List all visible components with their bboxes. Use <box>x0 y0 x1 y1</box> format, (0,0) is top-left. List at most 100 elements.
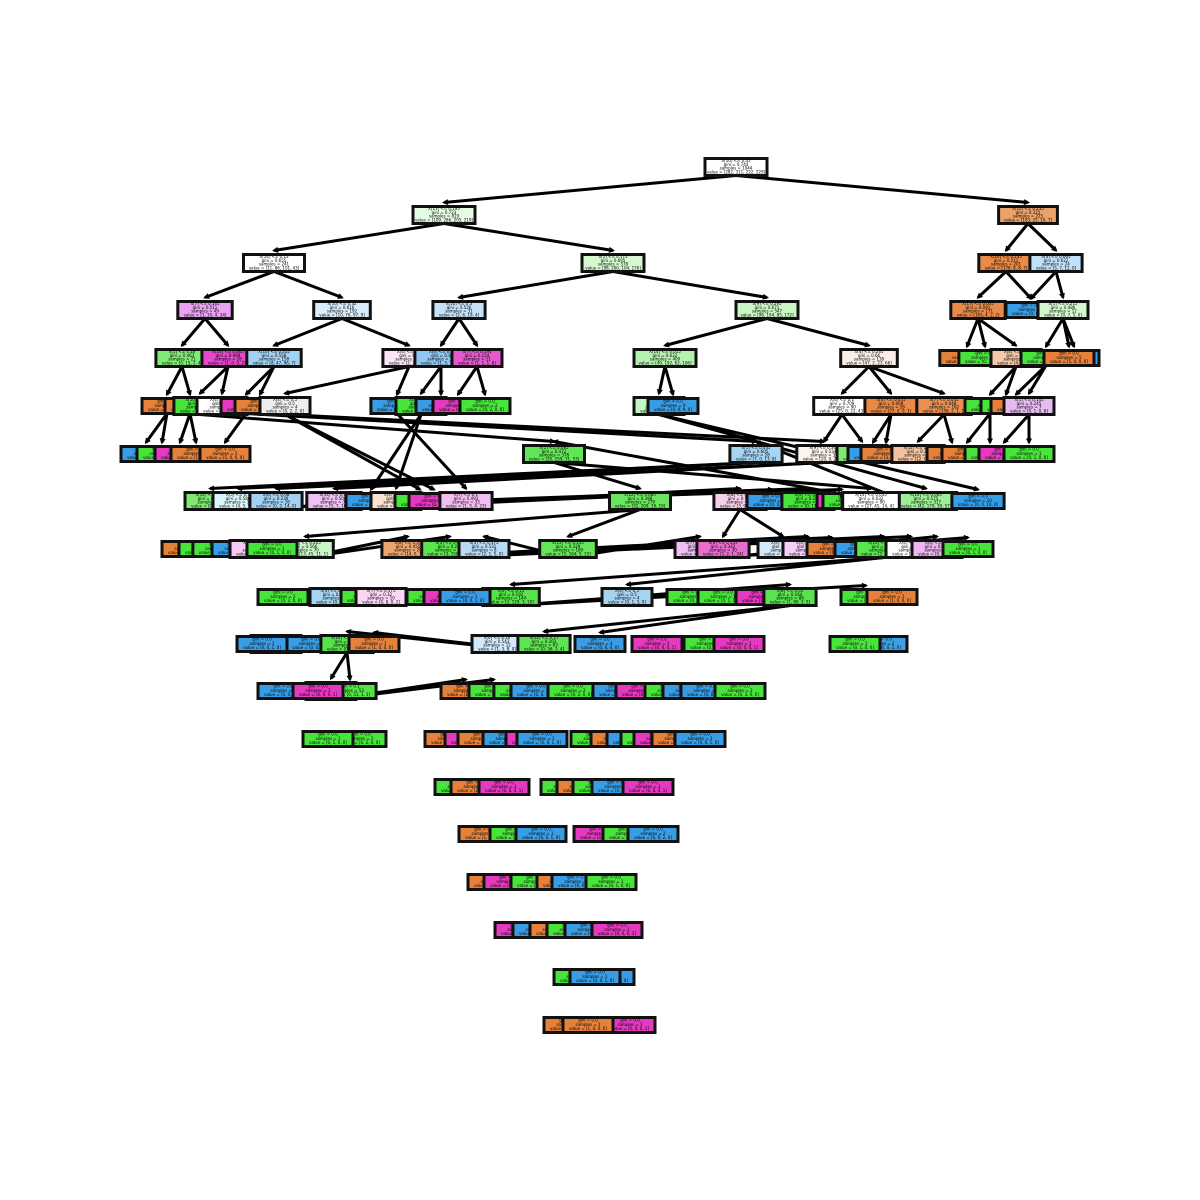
tree-node-label: X[14] <= 0.015 <box>649 349 681 354</box>
tree-node-label: samples = 1 <box>955 546 981 551</box>
tree-node-label: samples = 181 <box>435 548 466 553</box>
tree-node-label: gini = 0.32 <box>370 592 393 597</box>
tree-node-label: value = [5, 7, 12, 0] <box>1036 265 1077 270</box>
tree-node-label: value = [0, 56, 3, 4] <box>524 646 565 651</box>
tree-node-label: value = [0, 56, 1, 3] <box>327 646 368 651</box>
tree-node-label: samples = 11 <box>463 357 491 362</box>
tree-node-label: X[1] <= 0.28 <box>169 349 196 354</box>
tree-node-box <box>561 1016 615 1034</box>
tree-node-label: gini = 0.048 <box>932 401 957 406</box>
arrow-head-icon <box>415 484 422 491</box>
tree-edge <box>1027 364 1048 395</box>
tree-node-label: samples = 279 <box>625 500 656 505</box>
arrow-head-icon <box>419 388 426 396</box>
tree-node-label: value = [0, 0, 2, 0] <box>292 645 330 650</box>
tree-node-box <box>242 253 306 273</box>
tree-node-label: samples = 12 <box>1049 309 1077 314</box>
tree-node-box <box>1036 300 1090 320</box>
tree-node-label: X[10] <= 0.355 <box>258 349 290 354</box>
arrow-head-icon <box>916 436 923 443</box>
arrow-head-icon <box>1044 341 1051 349</box>
tree-node-box <box>1028 253 1084 273</box>
tree-node-box <box>291 682 345 700</box>
arrow-head-icon <box>482 534 489 541</box>
tree-node-box <box>457 539 511 559</box>
tree-edge <box>165 365 184 396</box>
tree-node-label: gini = 0.0 <box>532 732 552 737</box>
tree-node-label: gini = 0.632 <box>859 496 884 501</box>
tree-node-label: X[4] <= 0.055 <box>876 397 906 402</box>
tree-node-label: X[5] <= 0.175 <box>469 540 499 545</box>
tree-edge <box>1026 222 1058 252</box>
arrow-head-icon <box>274 485 281 492</box>
tree-edge <box>273 317 343 347</box>
tree-node-label: X[7] <= 0.195 <box>462 349 492 354</box>
tree-node-label: samples = 1 <box>842 641 868 646</box>
tree-node-label: X[4] <= 0.5 <box>397 349 421 354</box>
tree-node-label: gini = 0.329 <box>556 544 581 549</box>
arrow-head-icon <box>283 389 290 396</box>
tree-node-box <box>1002 396 1056 416</box>
tree-node-label: value = [0, 0, 2, 0] <box>264 692 302 697</box>
tree-node-label: gini = 0.511 <box>193 305 218 310</box>
tree-node-label: samples = 1 <box>759 498 785 503</box>
tree-node-label: samples = 60 <box>333 643 361 648</box>
tree-node-label: value = [0, 0, 10, 0] <box>958 502 999 507</box>
tree-edge <box>965 317 980 348</box>
tree-node-label: samples = 1 <box>575 1022 601 1027</box>
tree-node-label: value = [1, 0, 0, 27] <box>208 360 249 365</box>
tree-node-label: samples = 3 <box>696 641 722 646</box>
tree-node-label: gini = 0.0 <box>215 447 235 452</box>
tree-node-label: samples = 1 <box>523 688 549 693</box>
tree-node-label: gini = 0.709 <box>830 401 855 406</box>
tree-node-label: value = [1, 0, 0, 0] <box>447 692 485 697</box>
arrow-head-icon <box>1014 389 1021 396</box>
tree-node-label: samples = 1 <box>315 736 341 741</box>
tree-node-box <box>438 588 492 606</box>
tree-node-label: samples = 8 <box>197 500 223 505</box>
tree-node-label: value = [27, 45, 14, 4] <box>848 503 894 508</box>
tree-node-box <box>354 587 408 607</box>
tree-node-label: gini = 0.224 <box>465 353 490 358</box>
tree-node-label: value = [1, 80, 2, 5] <box>770 599 811 604</box>
tree-node-label: value = [0, 0, 2, 0] <box>687 692 725 697</box>
tree-node-label: gini = 0.0 <box>301 637 321 642</box>
tree-node-label: X[1] <= 0.145 <box>1014 397 1044 402</box>
tree-node-label: value = [0, 2, 0, 0] <box>554 692 592 697</box>
tree-node-label: value = [5, 164, 5, 15] <box>545 551 591 556</box>
tree-node-label: samples = 1 <box>529 736 555 741</box>
tree-node-label: X[5] <= 0.5 <box>226 492 250 497</box>
arrow-head-icon <box>857 436 864 444</box>
tree-edge <box>394 414 423 489</box>
arrow-head-icon <box>656 388 663 396</box>
tree-node-label: gini = 0.605 <box>744 449 769 454</box>
tree-edge <box>237 461 757 490</box>
tree-node-label: gini = 0.342 <box>711 544 736 549</box>
tree-node-box <box>841 491 901 511</box>
tree-node-label: gini = 0.444 <box>323 592 348 597</box>
tree-node-label: value = [183, 25, 10, 7] <box>1004 217 1052 222</box>
tree-node-label: X[14] <= 0.13 <box>259 254 289 259</box>
tree-node-label: gini = 0.0 <box>318 732 338 737</box>
tree-node-label: value = [0, 0, 0, 2] <box>580 835 618 840</box>
tree-node-label: value = [0, 0, 0, 1] <box>415 502 453 507</box>
tree-node-label: X[6] <= 0.26 <box>484 635 511 640</box>
tree-edge <box>458 270 614 299</box>
arrow-head-icon <box>721 531 728 539</box>
arrow-head-icon <box>461 677 468 684</box>
tree-node-label: gini = 0.0 <box>262 542 282 547</box>
tree-node-label: samples = 6 <box>819 546 845 551</box>
arrow-head-icon <box>566 532 573 538</box>
tree-node-label: samples = 16 <box>262 500 290 505</box>
